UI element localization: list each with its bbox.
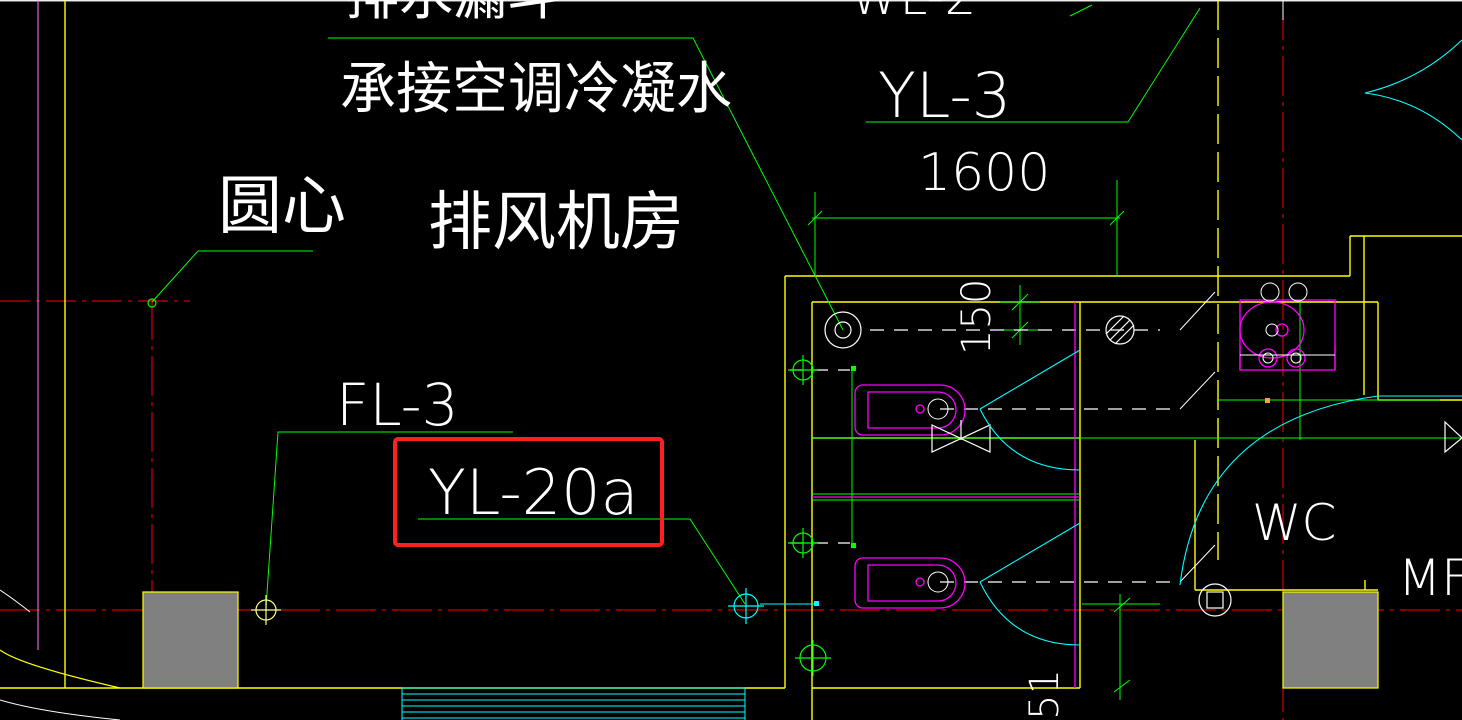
- left-curve: [0, 649, 121, 689]
- dimension-150: [1000, 285, 1040, 345]
- door-swings: [760, 39, 1462, 646]
- dimension-51: [1082, 594, 1160, 700]
- marker-green-1: [851, 366, 856, 371]
- label-riser-yl20a: YL-20a: [428, 456, 639, 529]
- label-top-cut: 排水漏斗: [345, 0, 561, 27]
- white-lines: [0, 0, 1462, 20]
- label-riser-yl3: YL-3: [878, 59, 1011, 132]
- label-mf: MF/: [1398, 549, 1462, 607]
- label-condensate: 承接空调冷凝水: [340, 57, 732, 122]
- column-right: [1282, 591, 1379, 689]
- dimension-150-label: 150: [954, 279, 1000, 355]
- dimension-1600: [807, 180, 1125, 276]
- dimension-51-label: 51: [1022, 669, 1068, 720]
- left-curve-white: [0, 699, 121, 720]
- urinal-fixtures: [812, 299, 1336, 688]
- riser-symbols: [147, 298, 1232, 676]
- valve-symbol: [931, 420, 1462, 454]
- label-riser-fl3: FL-3: [336, 371, 459, 439]
- dimension-1600-label: 1600: [918, 143, 1050, 203]
- piping-dashed: [790, 329, 1180, 583]
- column-left: [142, 591, 239, 689]
- label-exhaust-room: 排风机房: [428, 186, 684, 260]
- label-round-center: 圆心: [218, 170, 346, 244]
- marker-orange: [1265, 398, 1270, 403]
- label-top-right-cut: WL-2: [850, 0, 976, 26]
- fixture-rings: [927, 282, 1335, 593]
- leader-lines: [151, 4, 1462, 609]
- label-wc: WC: [1252, 494, 1336, 552]
- marker-cyan: [814, 601, 819, 606]
- marker-green-2: [851, 543, 856, 548]
- left-curve-white-2: [0, 589, 31, 613]
- annotation-highlight-box: [393, 437, 664, 547]
- stair-hatch: [401, 687, 746, 720]
